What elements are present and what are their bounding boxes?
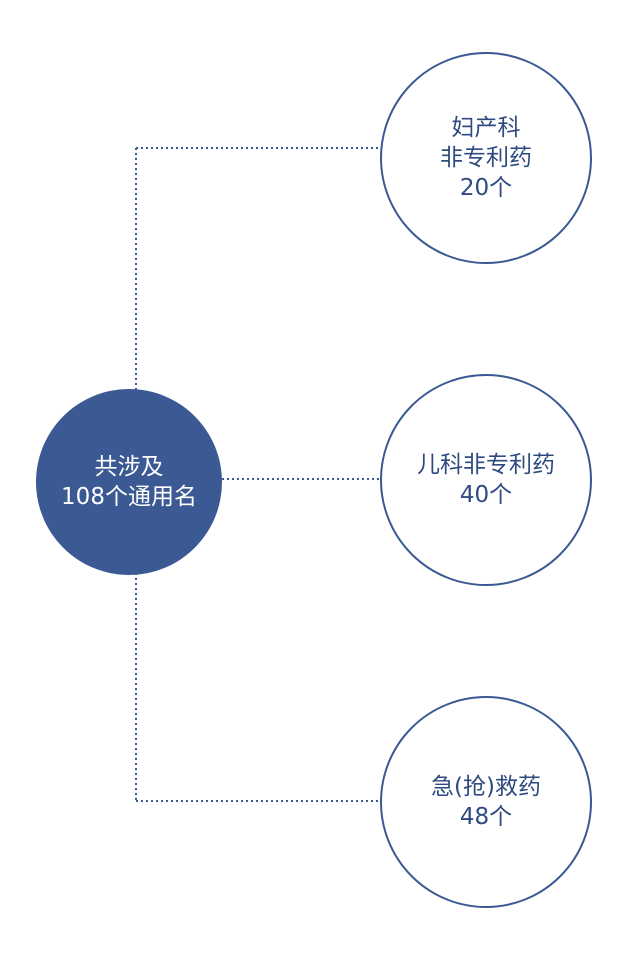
branch-count: 48个: [459, 804, 513, 830]
branch-count: 20个: [459, 175, 513, 201]
branch-label: 儿科非专利药: [417, 452, 555, 478]
branch-node-emergency: 急(抢)救药 48个: [380, 696, 592, 908]
branch-label: 非专利药: [440, 145, 532, 171]
center-node: 共涉及 108个通用名: [36, 389, 222, 575]
branch-label: 妇产科: [451, 115, 521, 141]
branch-node-pediatrics: 儿科非专利药 40个: [380, 374, 592, 586]
center-label-line1: 共涉及: [94, 454, 164, 480]
branch-node-gynecology: 妇产科 非专利药 20个: [380, 52, 592, 264]
branch-count: 40个: [459, 482, 513, 508]
branch-label: 急(抢)救药: [431, 774, 541, 800]
center-label-line2: 108个通用名: [61, 484, 197, 510]
